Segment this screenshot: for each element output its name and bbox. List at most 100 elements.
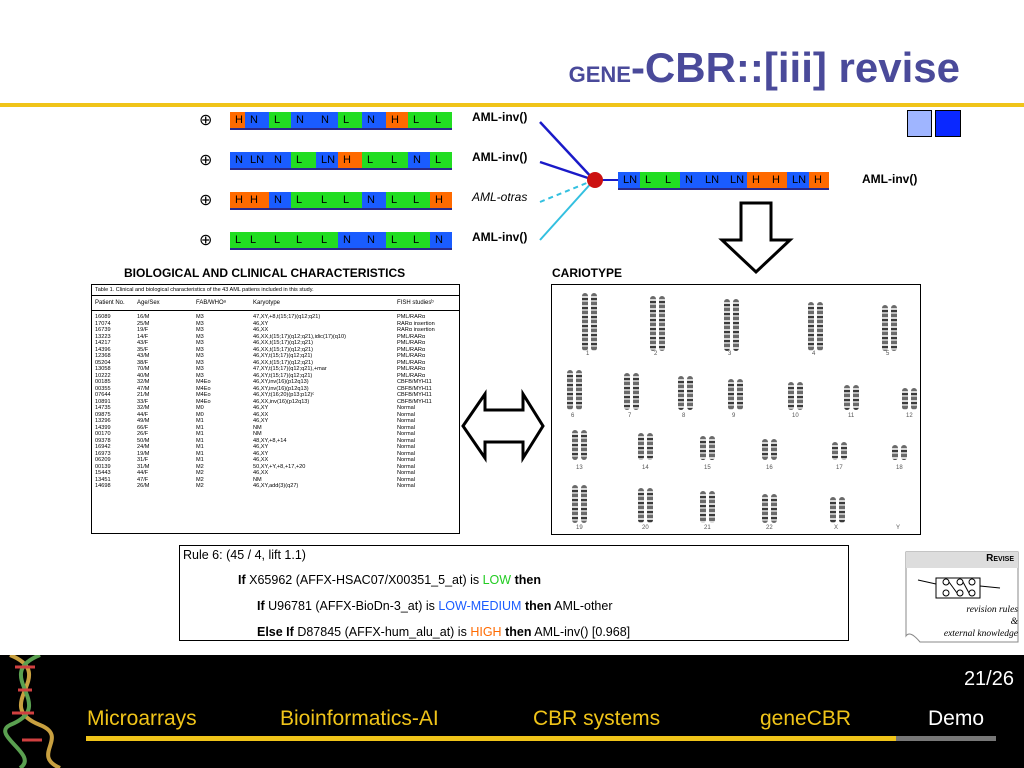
table-cell: 46,XY — [253, 418, 269, 424]
table-cell: 31/F — [137, 457, 149, 463]
header-cell: Age/Sex — [137, 300, 160, 306]
expression-cell: L — [269, 232, 291, 248]
table-cell: 46,XY — [253, 405, 269, 411]
table-cell: 10222 — [95, 372, 111, 379]
merge-node — [587, 172, 603, 188]
expression-cell: L — [269, 112, 291, 128]
table-cell: 09875 — [95, 411, 111, 418]
expression-cell: L — [640, 172, 660, 188]
gene-condition: U96781 (AFFX-BioDn-3_at) is — [268, 599, 435, 613]
table-cell: CBFB/MYH11 — [397, 385, 432, 392]
header-cell: Karyotype — [253, 300, 281, 306]
table-cell: 09378 — [95, 437, 111, 444]
table-cell: PML/RARα — [397, 314, 426, 320]
title-prefix: GENE — [568, 62, 631, 87]
expression-cell: LN — [700, 172, 725, 188]
chromosome-label: 10 — [792, 413, 799, 419]
expression-cell: N — [680, 172, 700, 188]
expression-cell: H — [386, 112, 408, 128]
table-cell: M1 — [196, 450, 204, 457]
table-cell: M2 — [196, 476, 204, 483]
expression-cell: N — [338, 232, 362, 248]
connector-1 — [539, 121, 595, 181]
table-cell: 13223 — [95, 333, 111, 340]
expression-cell: N — [245, 112, 269, 128]
header-cell: FISH studiesᵇ — [397, 300, 434, 306]
add-case-icon: ⊕ — [199, 112, 213, 129]
table-cell: M3 — [196, 353, 204, 359]
table-cell: PML/RARα — [397, 353, 426, 359]
nav-microarrays[interactable]: Microarrays — [87, 707, 197, 730]
table-cell: 46,XX — [253, 411, 269, 418]
nav-genecbr[interactable]: geneCBR — [760, 707, 852, 730]
nav-demo[interactable]: Demo — [928, 707, 985, 730]
expression-cell: N — [269, 192, 291, 208]
table-cell: 19/F — [137, 327, 149, 333]
rule-outcome: AML-other — [554, 599, 613, 613]
expression-cell: N — [362, 192, 386, 208]
gene-condition: X65962 (AFFX-HSAC07/X00351_5_at) is — [249, 573, 480, 587]
result-class-label: AML-inv() — [862, 172, 918, 186]
table-cell: RARα insertion — [397, 320, 435, 327]
table-caption: Table 1. Clinical and biological charact… — [92, 285, 459, 296]
expression-cell: LN — [787, 172, 809, 188]
table-cell: 46,XY — [253, 444, 269, 450]
expression-cell: L — [338, 192, 362, 208]
gene-condition: D87845 (AFFX-hum_alu_at) is — [297, 625, 467, 639]
table-cell: M4Eo — [196, 379, 211, 385]
table-cell: PML/RARα — [397, 359, 426, 366]
table-cell: Normal — [397, 418, 416, 424]
table-cell: CBFB/MYH11 — [397, 379, 432, 385]
table-cell: 46,XX,t(15;17)(q12;q21) — [253, 346, 314, 353]
table-cell: 46,XX,inv(16)(p12q13) — [253, 398, 310, 405]
nav-underline-current — [896, 736, 996, 741]
connector-2 — [539, 160, 595, 182]
table-cell: 38/F — [137, 359, 149, 366]
table-cell: 06209 — [95, 457, 111, 463]
revise-line: revision rules — [966, 605, 1018, 615]
table-cell: Normal — [397, 476, 416, 483]
table-cell: 50/M — [137, 437, 150, 444]
table-cell: M4Eo — [196, 398, 211, 405]
expression-cell: N — [362, 112, 386, 128]
table-cell: 46,XX,t(15;17)(q12;q21) — [253, 359, 314, 366]
table-cell: M1 — [196, 431, 204, 437]
table-cell: 46,XY,inv(16)(p12q13) — [253, 385, 309, 392]
table-cell: 00139 — [95, 463, 111, 470]
nav-cbr-systems[interactable]: CBR systems — [533, 707, 661, 730]
nav-bioinformatics-ai[interactable]: Bioinformatics-AI — [280, 707, 439, 730]
table-cell: 47/M — [137, 385, 150, 392]
chromosome-label: 16 — [766, 465, 773, 471]
table-cell: Normal — [397, 437, 416, 444]
down-arrow — [718, 201, 794, 275]
expression-cell: L — [316, 192, 338, 208]
table-header: Patient No. Age/Sex FAB/WHOᵃ Karyotype F… — [92, 296, 459, 311]
connector-3 — [539, 179, 595, 203]
table-cell: 48,XY,+8,+14 — [253, 437, 287, 444]
chromosome-label: 12 — [906, 413, 913, 419]
table-cell: 14217 — [95, 340, 111, 346]
table-cell: 00185 — [95, 379, 111, 385]
expression-cell: LN — [725, 172, 747, 188]
legend-square-dark — [935, 110, 961, 137]
table-cell: 43/M — [137, 353, 150, 359]
chromosome-label: 14 — [642, 465, 649, 471]
table-cell: 21/M — [137, 392, 150, 398]
table-cell: 46,XY — [253, 320, 269, 327]
expression-cell: L — [430, 152, 452, 168]
chromosome-label: Y — [896, 525, 901, 531]
